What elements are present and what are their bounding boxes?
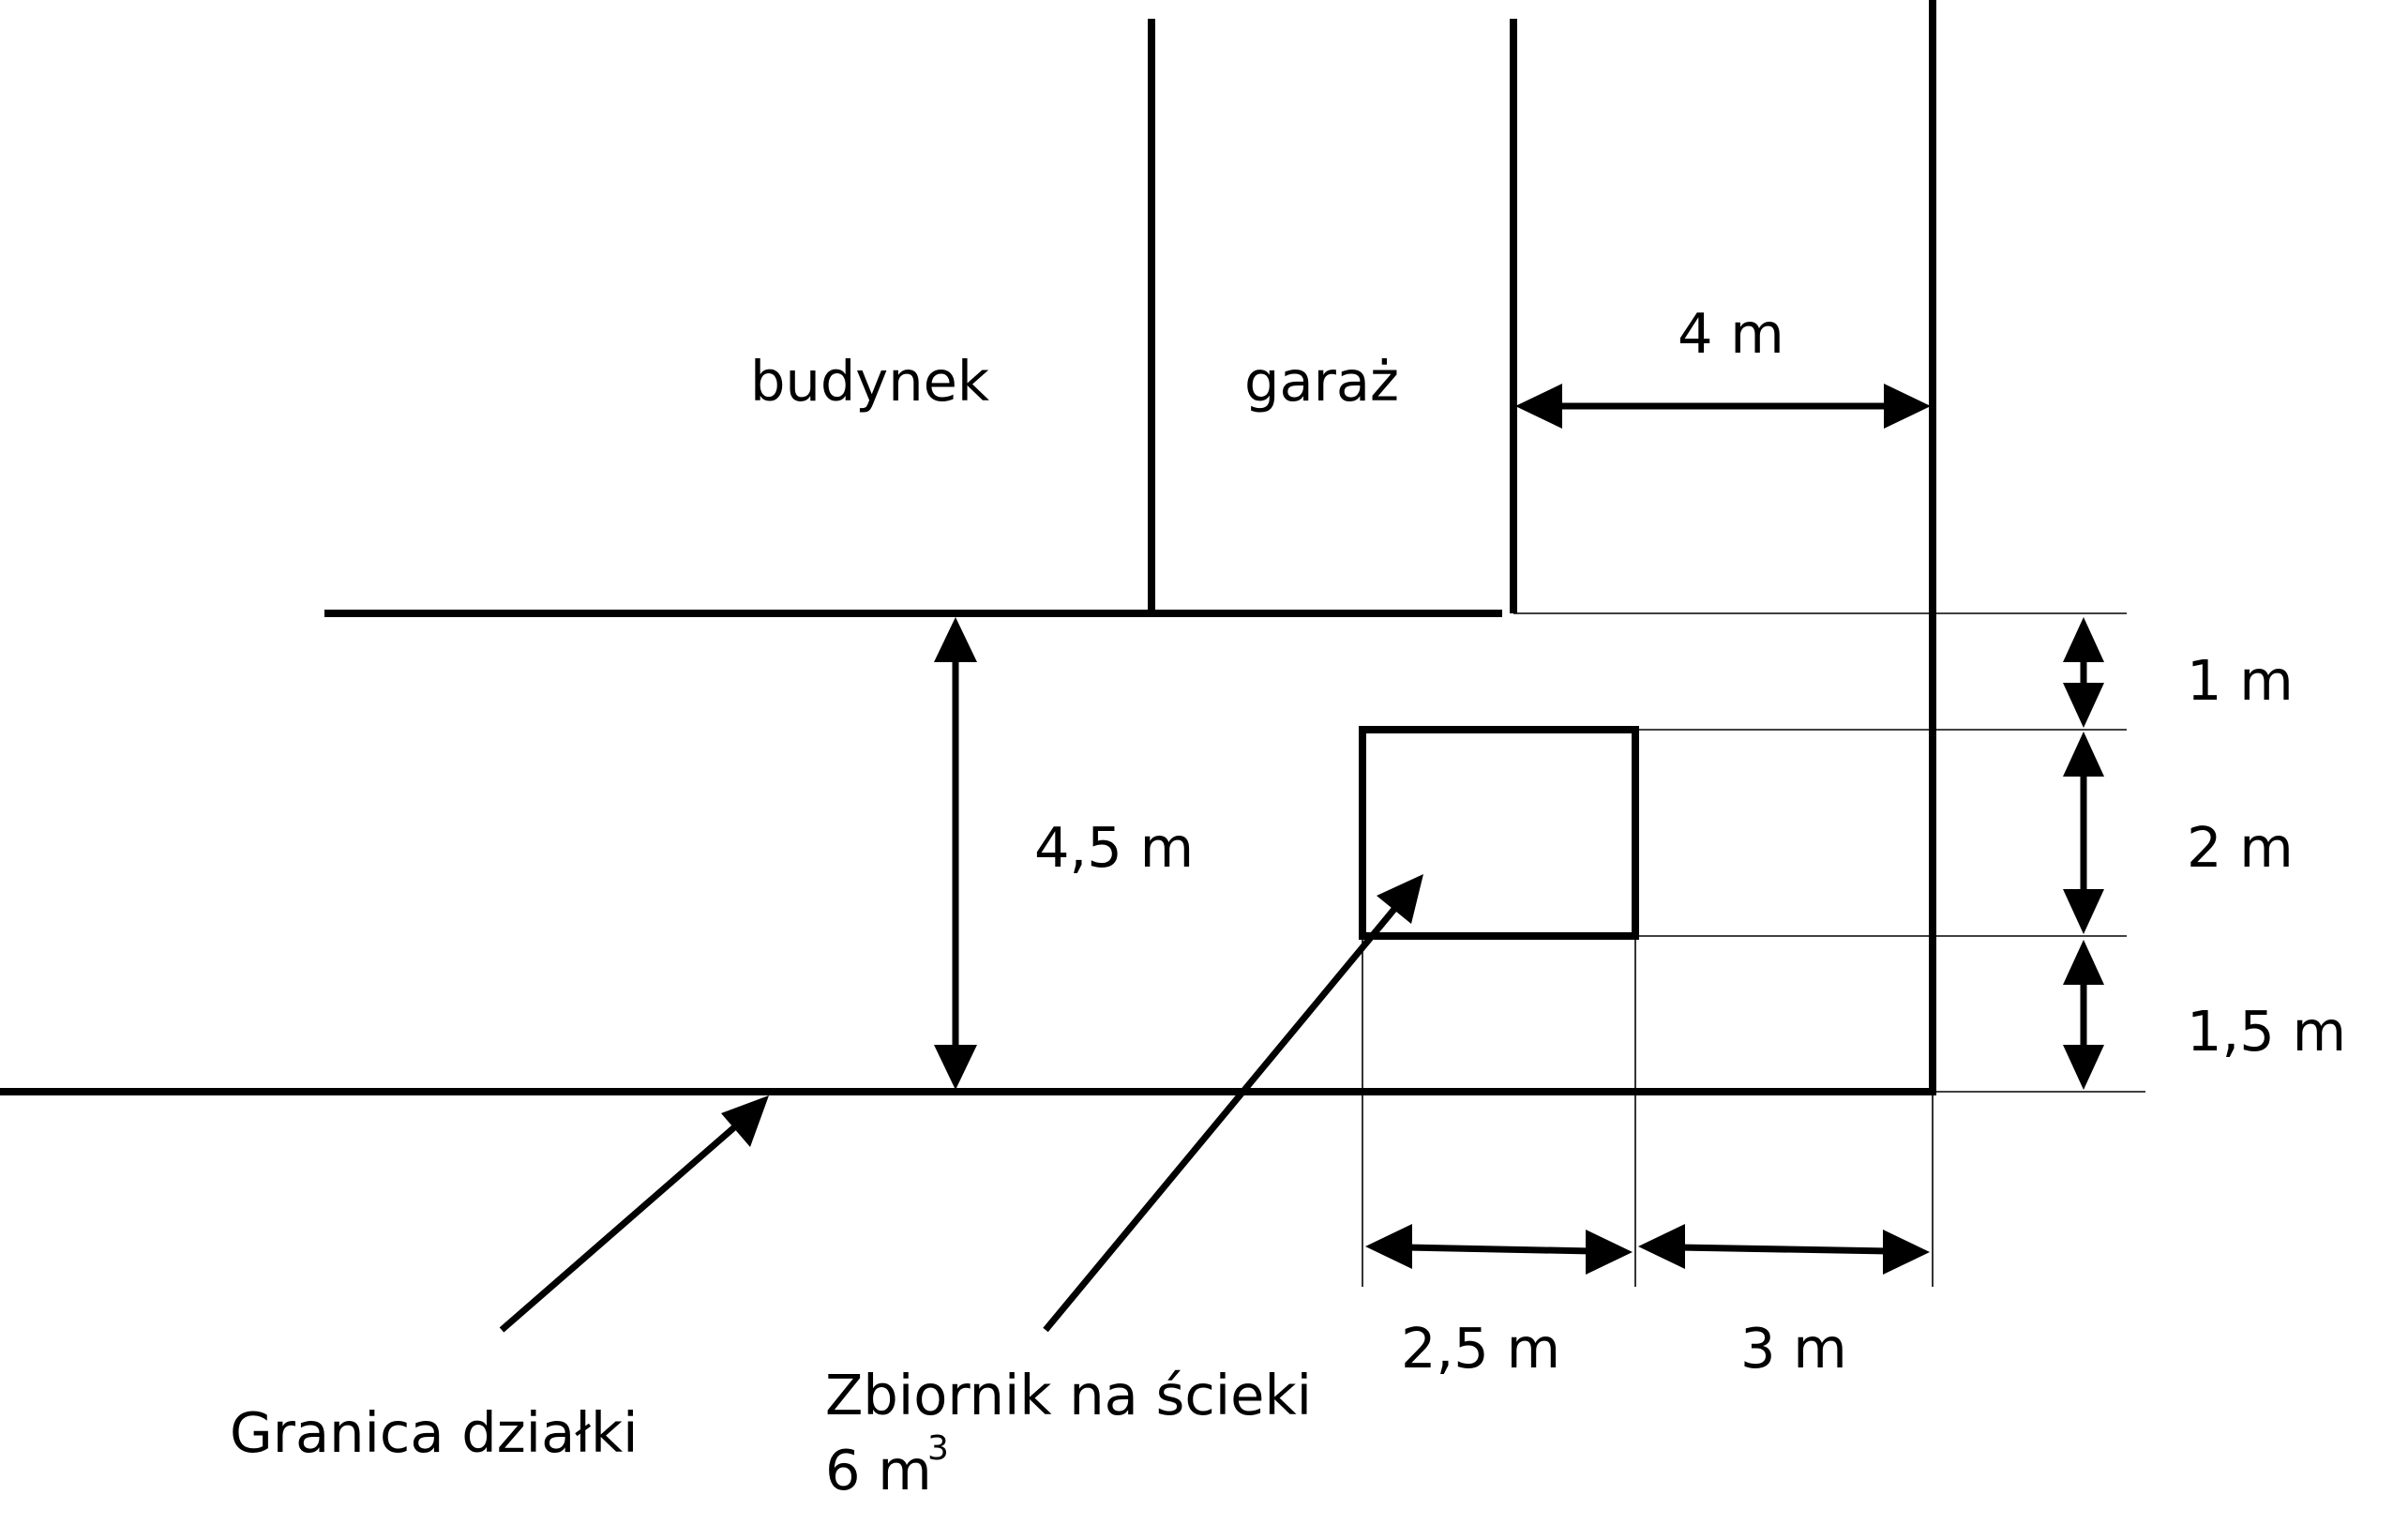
dim-label-garage-to-boundary: 4 m [1678, 301, 1784, 366]
dim-label-tank-depth: 2 m [2187, 815, 2294, 880]
arrowhead-up [934, 617, 977, 662]
dim-garage-to-tank [2063, 617, 2104, 728]
dim-tank-to-side-boundary [1638, 1224, 1930, 1275]
tank-name-label: Zbiornik na ścieki [825, 1363, 1312, 1427]
garage-label: garaż [1244, 349, 1399, 414]
sewage-tank [1359, 726, 1639, 940]
dim-building-to-boundary [934, 617, 977, 1090]
dim-label-tank-to-boundary: 1,5 m [2187, 999, 2346, 1064]
dim-label-garage-to-tank: 1 m [2187, 648, 2294, 713]
extension-lines [1362, 612, 2145, 1287]
leader-sewage-tank [1043, 874, 1423, 1333]
arrowhead-right [1884, 384, 1931, 429]
dim-label-tank-to-side-boundary: 3 m [1740, 1316, 1847, 1381]
dim-tank-depth [2063, 732, 2104, 934]
plot-boundary-label: Granica działki [230, 1400, 639, 1465]
dim-label-building-to-boundary: 4,5 m [1034, 815, 1194, 880]
tank-volume-label: 6 m [825, 1438, 932, 1502]
tank-volume-exponent: 3 [927, 1429, 949, 1468]
dim-label-tank-width: 2,5 m [1401, 1316, 1560, 1381]
dim-garage-to-boundary [1515, 384, 1931, 429]
dim-tank-width [1365, 1224, 1633, 1275]
arrowhead-down [934, 1045, 977, 1090]
leader-arrowhead [1377, 874, 1423, 924]
leader-arrowhead [721, 1095, 769, 1147]
structure-lines [0, 0, 1936, 1095]
building-label: budynek [750, 349, 989, 414]
leader-plot-boundary [499, 1095, 769, 1333]
dim-tank-to-boundary [2063, 940, 2104, 1090]
arrowhead-left [1515, 384, 1562, 429]
